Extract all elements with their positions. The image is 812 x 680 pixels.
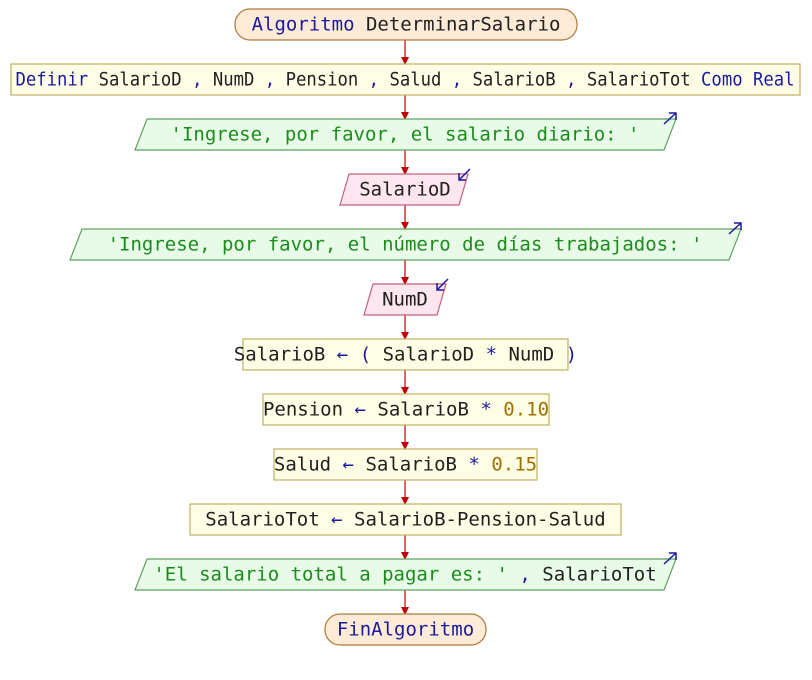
end-node[interactable]: FinAlgoritmo (324, 613, 487, 646)
svg-text:Salud ←: Salud ← SalarioB * 0.15 (274, 454, 537, 476)
number-literal: 0.10 (503, 399, 549, 421)
algorithm-name: DeterminarSalario (366, 14, 560, 36)
var-name: SalarioB (473, 69, 556, 91)
output-string: 'Ingrese, por favor, el número de días t… (108, 234, 703, 256)
output-variable: SalarioTot (542, 564, 656, 586)
output-arrow-icon (663, 552, 677, 565)
output-node-1[interactable]: 'Ingrese, por favor, el salario diario: … (134, 112, 677, 151)
operator: * (468, 454, 479, 476)
var-name: NumD (213, 69, 255, 91)
output-node-2[interactable]: 'Ingrese, por favor, el número de días t… (69, 222, 742, 261)
assign-node-1[interactable]: SalarioB ← ( SalarioD * NumD ) (234, 338, 577, 371)
assign-arrow: ← (354, 399, 365, 421)
operator: * (486, 344, 497, 366)
operator: * (480, 399, 491, 421)
svg-text:SalarioB ←: SalarioB ← ( SalarioD * NumD ) (234, 344, 577, 366)
var-name: Pension (286, 69, 359, 91)
separator: , (192, 69, 202, 91)
operand: SalarioD (383, 344, 475, 366)
number-literal: 0.15 (491, 454, 537, 476)
svg-text:Algoritmo Determ: Algoritmo DeterminarSalario (252, 14, 561, 36)
separator: , (265, 69, 275, 91)
type-keyword: Como Real (701, 69, 794, 91)
var-name: SalarioD (99, 69, 182, 91)
operand: NumD (508, 344, 554, 366)
input-arrow-icon (458, 168, 471, 181)
assign-node-2[interactable]: Pension ← SalarioB * 0.10 (262, 393, 550, 426)
paren-open: ( (360, 344, 371, 366)
expression: SalarioB-Pension-Salud (354, 509, 606, 531)
output-node-3[interactable]: 'El salario total a pagar es: ' , Salari… (134, 552, 677, 591)
input-variable: NumD (382, 289, 428, 311)
separator: , (369, 69, 379, 91)
assign-target: Pension (263, 399, 343, 421)
start-keyword: Algoritmo (252, 14, 355, 36)
separator: , (452, 69, 462, 91)
assign-target: Salud (274, 454, 331, 476)
assign-arrow: ← (343, 454, 354, 476)
svg-text:Pension ←: Pension ← SalarioB * 0.10 (263, 399, 549, 421)
assign-target: SalarioB (234, 344, 326, 366)
end-keyword: FinAlgoritmo (337, 619, 474, 641)
input-node-1[interactable]: SalarioD (339, 168, 471, 206)
assign-arrow: ← (337, 344, 348, 366)
output-string: 'Ingrese, por favor, el salario diario: … (171, 124, 640, 146)
start-node[interactable]: Algoritmo DeterminarSalario (234, 8, 578, 41)
define-keyword: Definir (16, 69, 89, 91)
input-arrow-icon (436, 278, 449, 291)
input-node-2[interactable]: NumD (363, 278, 449, 316)
definition-node[interactable]: Definir SalarioD , NumD , Pension , Salu… (10, 63, 801, 96)
svg-text:'El salario total a pagar es:: 'El salario total a pagar es: ' , Salari… (153, 564, 656, 586)
output-arrow-icon (663, 112, 677, 125)
assign-node-4[interactable]: SalarioTot ← SalarioB-Pension-Salud (189, 503, 622, 536)
svg-text:SalarioTot ←: SalarioTot ← SalarioB-Pension-Salud (205, 509, 605, 531)
assign-target: SalarioTot (205, 509, 319, 531)
svg-text:Definir SalarioD: Definir SalarioD , NumD , Pension , Salu… (16, 69, 795, 91)
paren-close: ) (566, 344, 577, 366)
output-string: 'El salario total a pagar es: ' (153, 564, 508, 586)
input-variable: SalarioD (359, 179, 451, 201)
separator: , (519, 564, 530, 586)
assign-node-3[interactable]: Salud ← SalarioB * 0.15 (273, 448, 538, 481)
separator: , (566, 69, 576, 91)
var-name: SalarioTot (587, 69, 691, 91)
assign-arrow: ← (331, 509, 342, 531)
output-arrow-icon (728, 222, 742, 235)
var-name: Salud (389, 69, 441, 91)
operand: SalarioB (377, 399, 469, 421)
operand: SalarioB (365, 454, 457, 476)
